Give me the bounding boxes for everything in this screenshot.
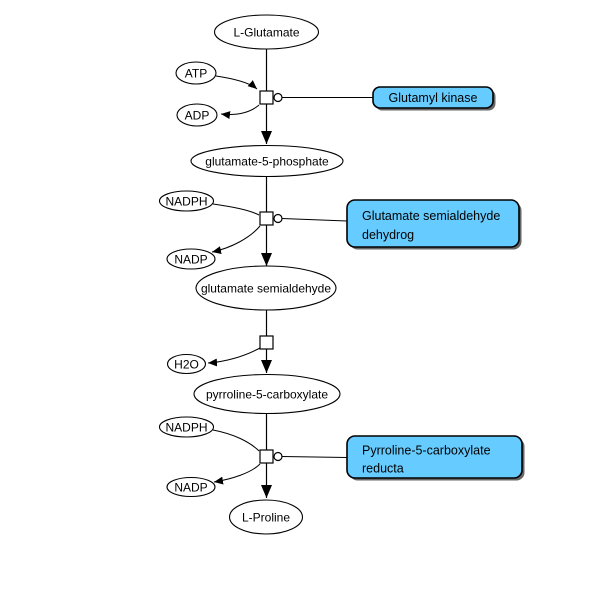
enzyme-gsa-dehydrog[interactable] <box>346 199 520 248</box>
cofactor-nadph-2-label: NADPH <box>165 421 207 435</box>
metabolite-l-proline-label: L-Proline <box>242 511 290 525</box>
cofactor-nadph-1-label: NADPH <box>165 195 207 209</box>
cofactor-nadp-2-label: NADP <box>174 481 207 495</box>
edge-nadph-2-consumed <box>212 429 260 452</box>
cofactor-adp[interactable] <box>176 103 218 127</box>
enzyme-gsa-dehydrog-group: Glutamate semialdehyde dehydrog <box>346 199 522 250</box>
cofactor-nadph-2-group: NADPH <box>158 416 215 438</box>
reaction-anchor-2 <box>273 213 283 224</box>
enzyme-p5c-reducta[interactable] <box>346 435 523 479</box>
cofactor-nadp-1-group: NADP <box>166 248 216 270</box>
enzyme-p5c-reducta-label-line2: reducta <box>362 462 404 476</box>
edge-atp-consumed <box>215 75 258 90</box>
cofactor-h2o-label: H2O <box>174 358 199 372</box>
metabolite-l-glutamate[interactable] <box>213 14 320 50</box>
cofactor-atp[interactable] <box>175 61 217 85</box>
edge-nadp-2-produced <box>213 463 261 485</box>
cofactor-h2o[interactable] <box>166 353 207 375</box>
cofactor-atp-label: ATP <box>185 67 207 81</box>
metabolite-l-glutamate-group: L-Glutamate <box>213 14 320 50</box>
metabolite-l-proline-group: L-Proline <box>228 499 304 535</box>
enzyme-gsa-dehydrog-label-line2: dehydrog <box>362 228 414 242</box>
metabolite-glutamate-5-phosphate[interactable] <box>190 144 344 178</box>
cofactor-adp-label: ADP <box>185 109 210 123</box>
metabolite-l-glutamate-label: L-Glutamate <box>233 26 299 40</box>
edge-nadp-1-produced <box>211 225 261 255</box>
enzyme-connector-p5c-reducta <box>281 456 348 458</box>
metabolite-glutamate-5-phosphate-group: glutamate-5-phosphate <box>190 144 344 178</box>
enzyme-p5c-reducta-group: Pyrroline-5-carboxylate reducta <box>346 435 525 481</box>
cofactor-nadph-1[interactable] <box>158 190 215 212</box>
reaction-node-4[interactable] <box>259 449 274 464</box>
cofactor-adp-group: ADP <box>176 103 218 127</box>
metabolite-pyrroline-5-carboxylate-group: pyrroline-5-carboxylate <box>193 373 341 415</box>
enzyme-gsa-dehydrog-label-line1: Glutamate semialdehyde <box>362 209 500 223</box>
enzyme-glutamyl-kinase[interactable] <box>372 86 494 109</box>
reaction-anchor-1 <box>273 92 283 103</box>
metabolite-glutamate-semialdehyde[interactable] <box>195 265 337 311</box>
enzyme-glutamyl-kinase-label: Glutamyl kinase <box>389 91 478 105</box>
reaction-node-3[interactable] <box>259 335 274 350</box>
enzyme-p5c-reducta-label-line1: Pyrroline-5-carboxylate <box>362 444 491 458</box>
reaction-node-2[interactable] <box>259 211 274 226</box>
cofactor-atp-group: ATP <box>175 61 217 85</box>
edge-adp-produced <box>220 104 260 120</box>
enzyme-glutamyl-kinase-group: Glutamyl kinase <box>372 86 496 111</box>
cofactor-nadph-2[interactable] <box>158 416 215 438</box>
cofactor-nadp-2-group: NADP <box>166 476 216 498</box>
edge-h2o-produced <box>207 347 261 367</box>
edge-nadph-1-consumed <box>212 203 260 216</box>
metabolite-l-proline[interactable] <box>228 499 304 535</box>
metabolite-glutamate-semialdehyde-group: glutamate semialdehyde <box>195 265 337 311</box>
metabolite-pyrroline-5-carboxylate-label: pyrroline-5-carboxylate <box>206 388 328 402</box>
enzyme-connector-gsa-dehydrog <box>281 218 348 222</box>
metabolite-glutamate-semialdehyde-label: glutamate semialdehyde <box>201 282 331 296</box>
cofactor-nadp-2[interactable] <box>166 476 216 498</box>
cofactor-nadp-1[interactable] <box>166 248 216 270</box>
cofactor-nadp-1-label: NADP <box>174 253 207 267</box>
reaction-anchor-4 <box>273 451 283 462</box>
reaction-node-1[interactable] <box>259 90 274 105</box>
metabolite-pyrroline-5-carboxylate[interactable] <box>193 373 341 415</box>
cofactor-h2o-group: H2O <box>166 353 207 375</box>
metabolite-glutamate-5-phosphate-label: glutamate-5-phosphate <box>205 155 329 169</box>
cofactor-nadph-1-group: NADPH <box>158 190 215 212</box>
